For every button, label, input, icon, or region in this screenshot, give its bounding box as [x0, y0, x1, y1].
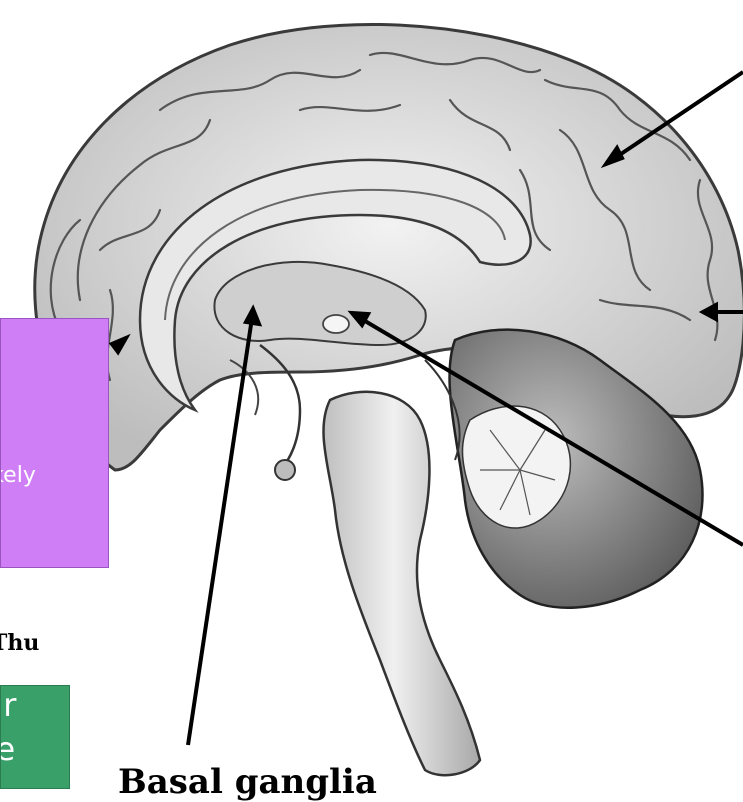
- green-callout-box: ur re: [0, 685, 70, 789]
- purple-callout-text: likely: [1, 463, 58, 488]
- pituitary: [275, 460, 295, 480]
- green-callout-line-1: ur: [1, 686, 70, 724]
- interthalamic-adhesion: [323, 315, 349, 333]
- green-callout-line-2: re: [1, 730, 70, 768]
- partial-label-us: Thus: [0, 630, 40, 656]
- basal-ganglia-label: Basal ganglia: [118, 762, 377, 802]
- purple-callout-box: likely: [0, 318, 109, 568]
